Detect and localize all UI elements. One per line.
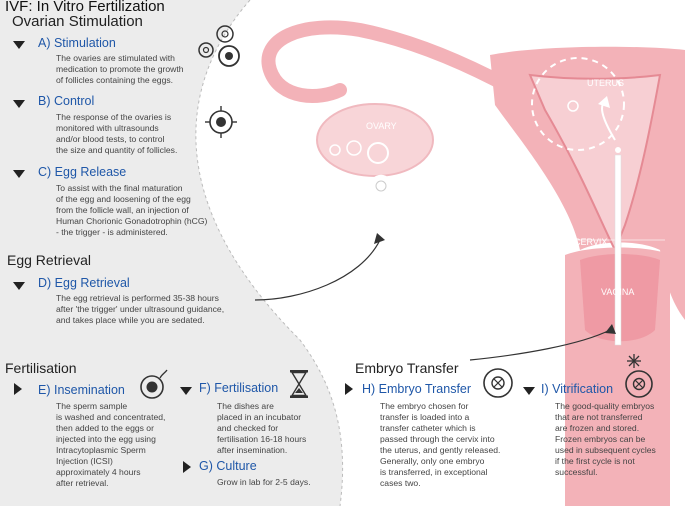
embryo-icon [567, 100, 579, 112]
step-b-label: B) Control [38, 94, 95, 108]
label-cervix: CERVIX [574, 237, 608, 247]
expand-i-icon[interactable] [523, 387, 535, 395]
sperm-egg-icon [140, 369, 168, 399]
expand-h-icon[interactable] [345, 383, 353, 395]
uterus-inner [528, 73, 662, 253]
expand-g-icon[interactable] [183, 461, 191, 473]
section-retrieval: Egg Retrieval [7, 252, 92, 268]
catheter [614, 154, 622, 346]
expand-f-icon[interactable] [180, 387, 192, 395]
hourglass-icon [290, 370, 308, 398]
follicle-small-icon [329, 144, 341, 156]
step-g-text: Grow in lab for 2-5 days. [217, 477, 311, 487]
vitrification-icon [625, 354, 653, 398]
embryo-arrow-head [598, 96, 610, 108]
ultrasound-icon [205, 106, 237, 138]
step-f-label: F) Fertilisation [199, 381, 279, 395]
follicles-icon [198, 25, 240, 67]
step-e-label: E) Insemination [38, 383, 125, 397]
section-ovarian: Ovarian Stimulation [12, 13, 143, 30]
expand-a-icon[interactable] [13, 41, 25, 49]
expand-c-icon[interactable] [13, 170, 25, 178]
expand-b-icon[interactable] [13, 100, 25, 108]
expand-d-icon[interactable] [13, 282, 25, 290]
follicle-medium-icon [346, 140, 362, 156]
label-uterus: UTERUS [587, 78, 625, 88]
label-ovary: OVARY [366, 121, 397, 131]
step-i-label: I) Vitrification [541, 382, 614, 396]
egg-release-icon [369, 174, 393, 198]
follicle-large-icon [367, 142, 389, 164]
step-d-label: D) Egg Retrieval [38, 276, 130, 290]
catheter-tip [615, 147, 621, 153]
arrow-to-transfer [469, 329, 611, 361]
panel-divider [195, 0, 344, 506]
page-title: IVF: In Vitro Fertilization [5, 0, 165, 15]
section-fertilisation: Fertilisation [5, 360, 77, 376]
step-d-text: The egg retrieval is performed 35-38 hou… [56, 293, 225, 325]
section-transfer: Embryo Transfer [355, 360, 459, 376]
left-panel [0, 0, 343, 506]
implant-circle [531, 57, 625, 151]
step-c-label: C) Egg Release [38, 165, 127, 179]
ovary-shape [316, 103, 434, 177]
step-a-label: A) Stimulation [38, 36, 116, 50]
embryo-transfer-icon [483, 368, 513, 398]
arrow-to-retrieval [254, 239, 381, 301]
expand-e-icon[interactable] [14, 383, 22, 395]
fallopian-tube [261, 20, 522, 103]
label-vagina: VAGINA [601, 287, 635, 297]
step-h-label: H) Embryo Transfer [362, 382, 472, 396]
step-g-label: G) Culture [199, 459, 257, 473]
